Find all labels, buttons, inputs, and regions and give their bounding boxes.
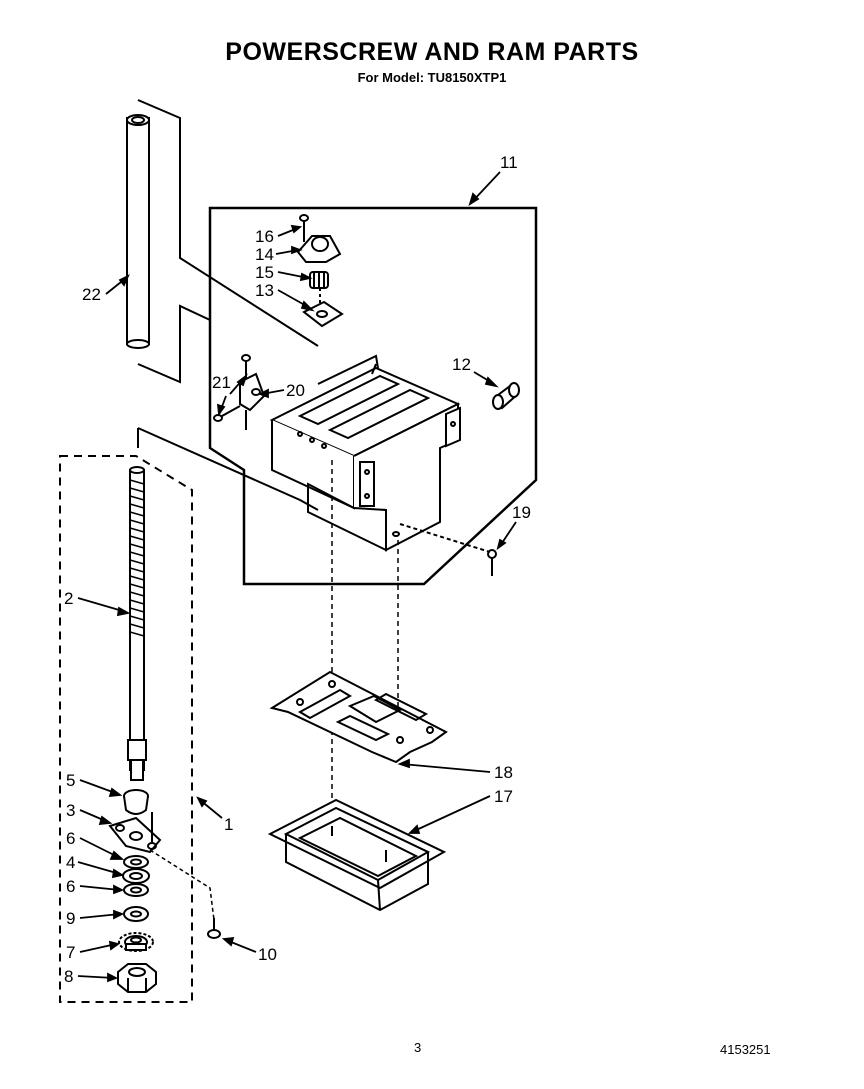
callout-10: 10: [258, 945, 277, 964]
callout-17: 17: [494, 787, 513, 806]
callout-21: 21: [212, 373, 231, 392]
page-title: POWERSCREW AND RAM PARTS: [225, 38, 639, 66]
callout-9: 9: [66, 909, 75, 928]
callout-18: 18: [494, 763, 513, 782]
callout-labels: 11 16 14 15 13 12 21 20 22 19 2 1 5 3 6 …: [64, 153, 531, 986]
part-5-bearing: [123, 789, 149, 815]
callout-16: 16: [255, 227, 274, 246]
document-number: 4153251: [720, 1042, 771, 1057]
part-6-washer-a: [123, 855, 149, 869]
callout-1: 1: [224, 815, 233, 834]
part-10-screw: [207, 918, 221, 939]
part-18-gasket: [269, 670, 448, 764]
part-17-pan: [267, 798, 447, 912]
callout-7: 7: [66, 943, 75, 962]
part-11-frame: [208, 206, 538, 586]
part-8-nut: [117, 963, 157, 993]
callout-14: 14: [255, 245, 274, 264]
part-4-bearing: [122, 868, 150, 884]
callout-12: 12: [452, 355, 471, 374]
callout-2: 2: [64, 589, 73, 608]
callout-5: 5: [66, 771, 75, 790]
callout-8: 8: [64, 967, 73, 986]
ram-box: [269, 354, 461, 552]
callout-6a: 6: [66, 829, 75, 848]
callout-4: 4: [66, 853, 75, 872]
model-subtitle: For Model: TU8150XTP1: [357, 70, 507, 85]
leader-arrows: [77, 171, 517, 983]
callout-19: 19: [512, 503, 531, 522]
part-3-plate: [108, 812, 162, 854]
page-number: 3: [414, 1040, 422, 1055]
part-7-sprocket: [118, 932, 154, 952]
part-19-screw: [487, 549, 497, 576]
part-9-washer: [123, 906, 149, 922]
part-2-powerscrew: [127, 466, 147, 781]
part-12-bushing: [492, 382, 520, 410]
callout-6b: 6: [66, 877, 75, 896]
part-1-outline: [59, 455, 193, 1003]
part-6-washer-b: [123, 883, 149, 897]
callout-22: 22: [82, 285, 101, 304]
callout-13: 13: [255, 281, 274, 300]
callout-15: 15: [255, 263, 274, 282]
part-22-outline: [137, 99, 319, 347]
motor-mount-group: [296, 214, 344, 328]
part-22-tube: [126, 114, 150, 349]
callout-3: 3: [66, 801, 75, 820]
callout-20: 20: [286, 381, 305, 400]
callout-11: 11: [500, 153, 518, 172]
bracket-group: [213, 354, 266, 430]
